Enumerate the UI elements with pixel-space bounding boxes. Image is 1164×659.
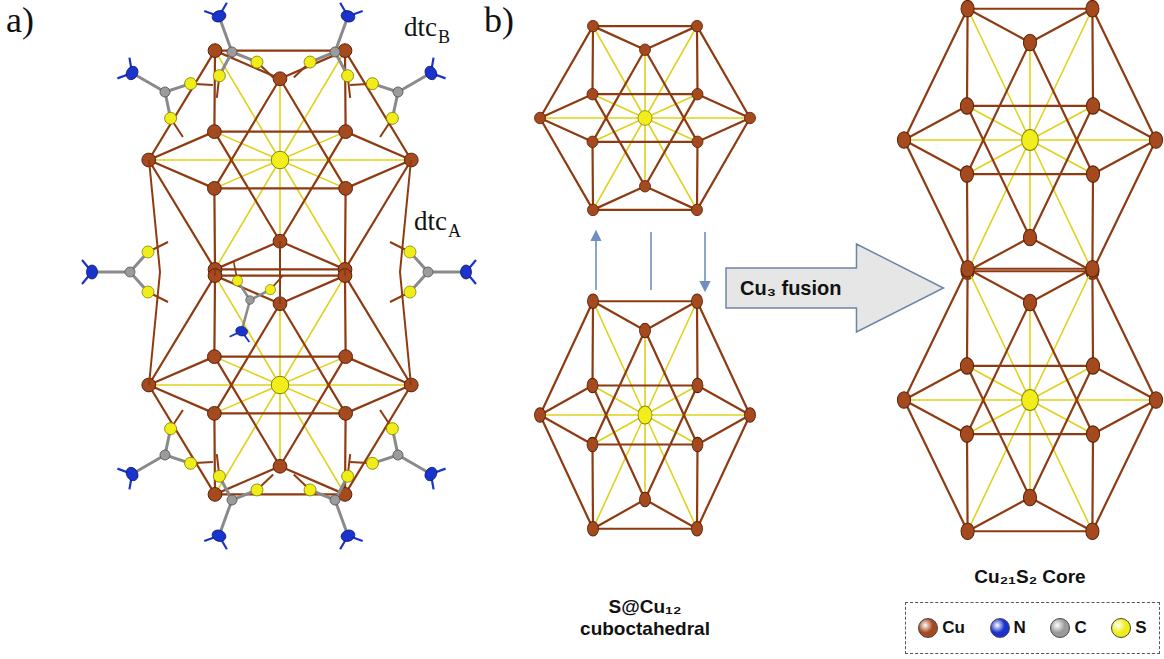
ligand-label: dtc xyxy=(404,12,437,43)
dtc-ligand xyxy=(294,454,380,555)
legend-item: S xyxy=(1111,618,1146,638)
fusion-arrow: Cu₃ fusion xyxy=(725,243,944,333)
dtc-ligand xyxy=(350,410,454,505)
ligand-subscript: B xyxy=(438,27,450,48)
arrow-shape xyxy=(726,244,943,332)
structure-caption: Cu₂₁S₂ Core xyxy=(974,566,1085,588)
legend-item: N xyxy=(990,618,1026,638)
legend-label: N xyxy=(1014,618,1026,638)
cuboctahedron-upper xyxy=(535,20,756,215)
dtc-ligand xyxy=(108,42,212,137)
legend-box: Cu N C S xyxy=(905,602,1160,654)
legend-label: Cu xyxy=(942,618,965,638)
legend-label: S xyxy=(1135,618,1146,638)
legend-label: C xyxy=(1074,618,1086,638)
fused-core xyxy=(897,1,1162,540)
panel-label: a) xyxy=(6,0,34,41)
dtc-ligand xyxy=(390,242,476,302)
atom-swatch xyxy=(990,618,1010,638)
cuboctahedra-panel-b xyxy=(535,20,756,536)
atom-swatch xyxy=(1111,618,1131,638)
approach-arrows xyxy=(596,232,705,290)
atom-swatch xyxy=(1050,618,1070,638)
arrow-label: Cu₃ fusion xyxy=(740,277,841,300)
panel-label: b) xyxy=(484,0,514,41)
core-cage-upper xyxy=(897,1,1162,280)
dtc-ligand xyxy=(108,410,212,505)
dtc-ligand xyxy=(187,454,273,555)
dtc-ligand xyxy=(350,42,454,137)
dtc-ligand xyxy=(215,262,283,346)
structure-caption: S@Cu₁₂ cuboctahedral xyxy=(560,596,730,640)
dtc-ligand xyxy=(187,0,273,98)
ligand-label: dtc xyxy=(414,206,447,237)
legend-item: C xyxy=(1050,618,1086,638)
legend-item: Cu xyxy=(918,618,965,638)
cuboctahedron-lower xyxy=(535,294,756,536)
cluster-panel-a xyxy=(82,0,476,555)
cu-cu-edges xyxy=(149,160,411,385)
core-cage-lower xyxy=(897,261,1162,540)
atom-swatch xyxy=(918,618,938,638)
dtc-ligand xyxy=(82,242,168,302)
ligand-subscript: A xyxy=(448,221,461,242)
